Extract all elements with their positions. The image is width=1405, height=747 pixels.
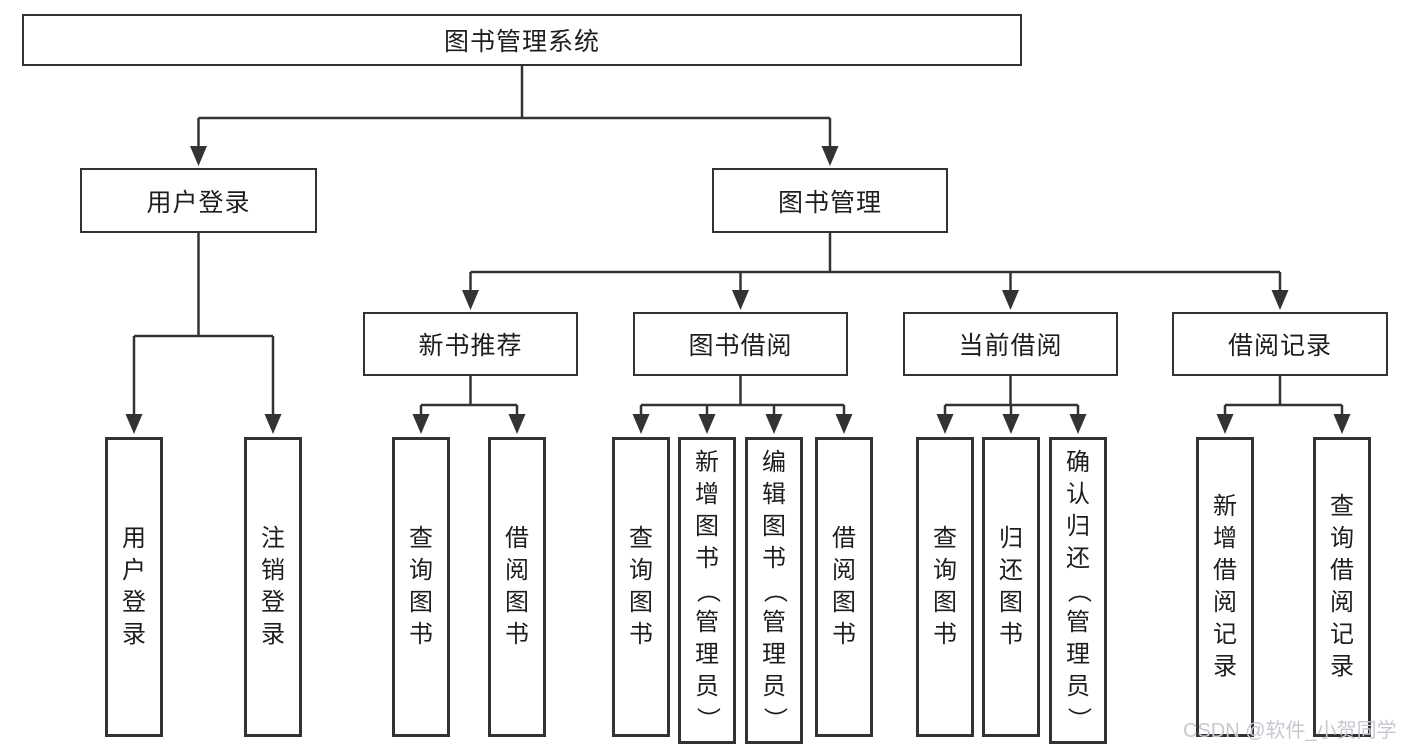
arrow-down-icon: [508, 414, 526, 434]
arrow-down-icon: [190, 146, 207, 166]
node-label: 用户登录: [146, 188, 251, 217]
arrow-down-icon: [264, 414, 282, 434]
node-label: 查询图书: [933, 525, 957, 648]
arrow-down-icon: [732, 290, 749, 310]
leaf-query-borrow-record: 查询借阅记录: [1313, 437, 1371, 737]
node-label: 当前借阅: [958, 332, 1063, 360]
node-label: 归还图书: [999, 525, 1023, 648]
arrow-down-icon: [936, 414, 954, 434]
node-label: 新增借阅记录: [1213, 493, 1237, 680]
node-user-login: 用户登录: [80, 168, 317, 233]
arrow-down-icon: [835, 414, 853, 434]
leaf-add-borrow-record: 新增借阅记录: [1196, 437, 1254, 737]
leaf-confirm-return-admin: 确认归还（管理员）: [1049, 437, 1107, 744]
arrow-down-icon: [632, 414, 650, 434]
leaf-borrow-book: 借阅图书: [815, 437, 873, 737]
arrow-down-icon: [1271, 290, 1289, 310]
node-label: 图书管理系统: [443, 28, 600, 56]
node-label: 图书管理: [777, 188, 882, 217]
node-label: 借阅图书: [832, 525, 856, 648]
connector-lines: [132, 66, 1344, 416]
arrow-down-icon: [1333, 414, 1351, 434]
arrow-down-icon: [765, 414, 783, 434]
leaf-query-book-current: 查询图书: [916, 437, 974, 737]
arrow-down-icon: [125, 414, 143, 434]
leaf-user-login: 用户登录: [105, 437, 163, 737]
node-label: 用户登录: [122, 525, 146, 648]
node-label: 查询图书: [629, 525, 653, 648]
node-new-book-recommendation: 新书推荐: [363, 312, 578, 376]
node-book-management: 图书管理: [712, 168, 948, 233]
arrow-down-icon: [412, 414, 430, 434]
node-label: 编辑图书（管理员）: [761, 448, 788, 731]
leaf-query-book-borrow: 查询图书: [612, 437, 670, 737]
arrow-down-icon: [462, 290, 479, 310]
node-label: 确认归还（管理员）: [1065, 448, 1092, 731]
arrow-down-icon: [1002, 414, 1020, 434]
arrow-down-icon: [1216, 414, 1234, 434]
node-borrow-records: 借阅记录: [1172, 312, 1388, 376]
node-label: 新书推荐: [418, 332, 523, 360]
arrow-down-icon: [1002, 290, 1019, 310]
node-label: 查询借阅记录: [1330, 493, 1354, 680]
node-root: 图书管理系统: [22, 14, 1022, 66]
leaf-edit-book-admin: 编辑图书（管理员）: [745, 437, 803, 744]
node-current-borrow: 当前借阅: [903, 312, 1118, 376]
node-label: 注销登录: [261, 525, 285, 648]
node-label: 新增图书（管理员）: [694, 448, 721, 731]
leaf-return-book: 归还图书: [982, 437, 1040, 737]
node-book-borrow: 图书借阅: [633, 312, 848, 376]
leaf-add-book-admin: 新增图书（管理员）: [678, 437, 736, 744]
arrow-down-icon: [821, 146, 839, 166]
leaf-logout-login: 注销登录: [244, 437, 302, 737]
node-label: 图书借阅: [688, 332, 793, 360]
node-label: 借阅图书: [505, 525, 529, 648]
node-label: 查询图书: [409, 525, 433, 648]
arrow-down-icon: [698, 414, 716, 434]
node-label: 借阅记录: [1227, 332, 1332, 360]
arrowheads: [125, 146, 1351, 434]
leaf-query-book-recommend: 查询图书: [392, 437, 450, 737]
leaf-borrow-book-recommend: 借阅图书: [488, 437, 546, 737]
arrow-down-icon: [1069, 414, 1087, 434]
csdn-watermark: CSDN @软件_小贺同学: [1183, 720, 1397, 742]
